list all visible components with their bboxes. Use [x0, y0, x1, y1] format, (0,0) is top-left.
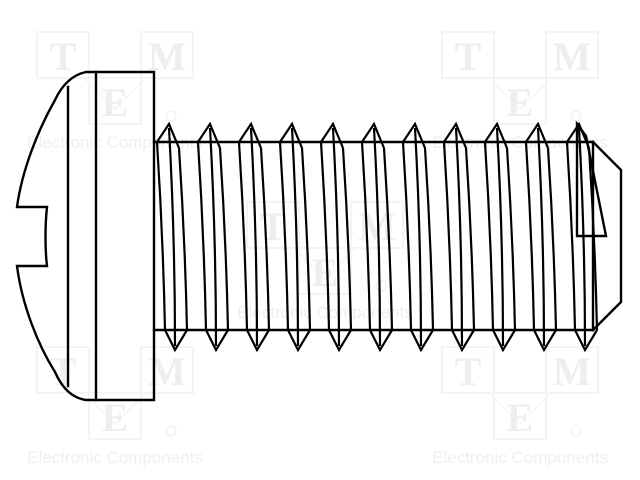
- thread-flank: [483, 141, 495, 331]
- thread-flank: [413, 127, 423, 347]
- tme-watermark: T ME Electronic Components: [432, 346, 608, 467]
- thread-flank: [177, 147, 189, 331]
- thread-flank: [454, 127, 464, 347]
- thread-flank: [464, 147, 476, 331]
- thread-crest-top: [484, 121, 509, 149]
- thread-crest-bottom: [328, 329, 352, 353]
- thread-crest-top: [279, 121, 304, 149]
- thread-crest-bottom: [492, 329, 516, 353]
- screw-tip: [575, 120, 623, 332]
- thread-flank: [442, 141, 454, 331]
- thread-crest-bottom: [205, 329, 229, 353]
- watermark-caption: Electronic Components: [432, 448, 608, 467]
- thread-flank: [300, 147, 312, 331]
- thread-crest-bottom: [410, 329, 434, 353]
- thread-flank: [565, 141, 577, 331]
- thread-flank: [495, 127, 505, 347]
- registered-mark-icon: [570, 110, 582, 122]
- thread-crest-bottom: [246, 329, 270, 353]
- thread-crest-bottom: [287, 329, 311, 353]
- head-outline: [15, 70, 156, 402]
- thread-flank: [331, 127, 341, 347]
- thread-flank: [196, 141, 208, 331]
- watermark-letter-t: T: [455, 349, 482, 394]
- thread-crest-bottom: [164, 329, 188, 353]
- thread-flank: [278, 141, 290, 331]
- thread-crest-bottom: [574, 329, 598, 353]
- thread-flank: [290, 127, 300, 347]
- thread-flank: [360, 141, 372, 331]
- thread-flank: [536, 127, 546, 347]
- thread-crest-top: [197, 121, 222, 149]
- thread-flank: [401, 141, 413, 331]
- tip-chamfer: [591, 140, 623, 332]
- watermark-caption: Electronic Components: [27, 448, 203, 467]
- watermark-caption: Electronic Components: [237, 303, 413, 322]
- thread-flank: [524, 141, 536, 331]
- watermark-letter-e: E: [507, 80, 534, 125]
- thread-flank: [382, 147, 394, 331]
- thread-crest-top: [320, 121, 345, 149]
- thread-crest-top: [525, 121, 550, 149]
- thread-flank: [423, 147, 435, 331]
- screw-shank: [152, 121, 599, 353]
- watermark-letter-e: E: [507, 395, 534, 440]
- thread-flank: [237, 141, 249, 331]
- registered-mark-icon: [165, 425, 177, 437]
- thread-crest-top: [361, 121, 386, 149]
- thread-flank: [208, 127, 218, 347]
- screw-head: [15, 70, 156, 402]
- thread-crest-bottom: [451, 329, 475, 353]
- watermark-letter-t: T: [455, 34, 482, 79]
- thread-flank: [319, 141, 331, 331]
- watermark-letter-e: E: [102, 395, 129, 440]
- thread-flank: [341, 147, 353, 331]
- registered-mark-icon: [165, 110, 177, 122]
- watermark-letter-e: E: [312, 250, 339, 295]
- thread-flank: [167, 127, 177, 347]
- thread-crest-bottom: [533, 329, 557, 353]
- thread-flank: [372, 127, 382, 347]
- registered-mark-icon: [375, 280, 387, 292]
- watermark-letter-t: T: [50, 34, 77, 79]
- thread-flank: [505, 147, 517, 331]
- registered-mark-icon: [570, 425, 582, 437]
- thread-crest-top: [156, 121, 181, 149]
- tip-slot-mark: [575, 120, 608, 238]
- watermark-letter-e: E: [102, 80, 129, 125]
- watermark-letter-m: M: [553, 349, 591, 394]
- thread-crest-bottom: [369, 329, 393, 353]
- thread-flank: [259, 147, 271, 331]
- watermark-letter-m: M: [553, 34, 591, 79]
- thread-crest-top: [238, 121, 263, 149]
- thread-flank: [218, 147, 230, 331]
- thread-crest-top: [443, 121, 468, 149]
- thread-crest-top: [402, 121, 427, 149]
- thread-flank: [249, 127, 259, 347]
- thread-flanks: [155, 121, 599, 353]
- thread-flank: [546, 147, 558, 331]
- thread-flank: [155, 141, 167, 331]
